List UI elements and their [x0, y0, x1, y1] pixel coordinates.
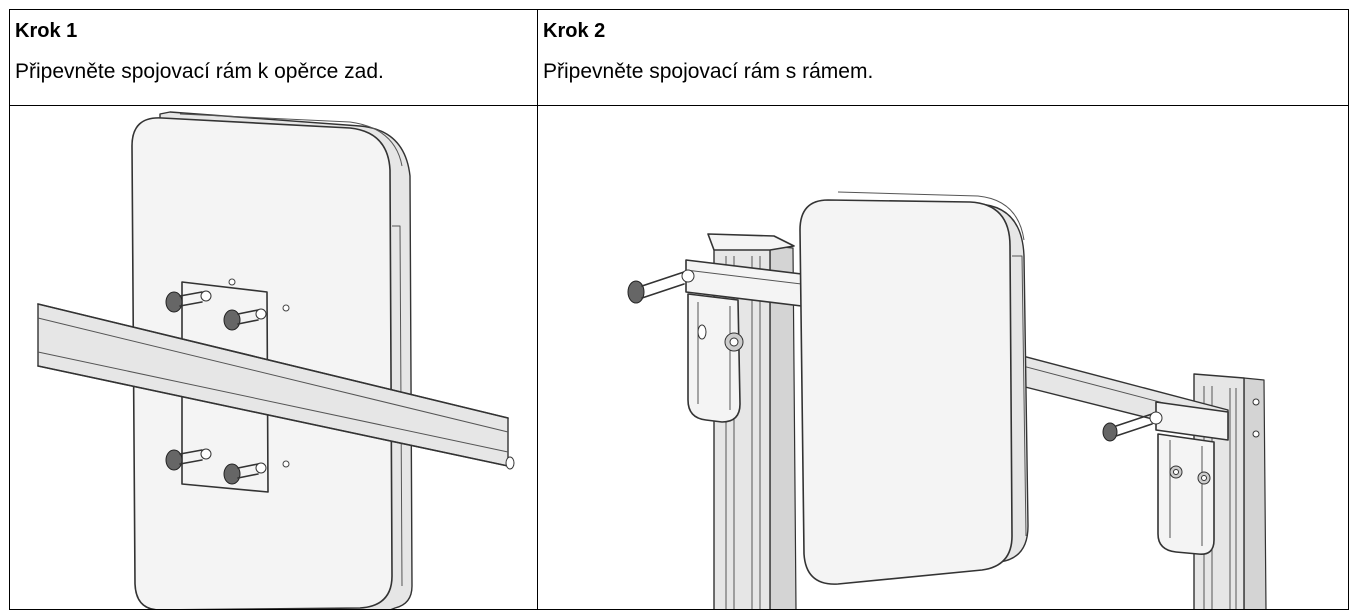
- screw: [223, 308, 267, 331]
- nut: [1197, 471, 1211, 485]
- step-1-image-cell: [9, 105, 538, 610]
- step-2-header-cell: Krok 2 Připevněte spojovací rám s rámem.: [537, 9, 1349, 106]
- step-2-image-cell: [537, 105, 1349, 610]
- right-post-back: [1243, 377, 1267, 609]
- step-2-title: Krok 2: [543, 20, 606, 42]
- pad-hole: [228, 278, 236, 286]
- crossbar-hole: [505, 456, 515, 470]
- step-1-header-cell: Krok 1 Připevněte spojovací rám k opěrce…: [9, 9, 538, 106]
- step-2-description: Připevněte spojovací rám s rámem.: [543, 60, 874, 83]
- steps-image-row: [9, 105, 1349, 610]
- backrest-frame-attach-illustration: [37, 111, 515, 609]
- frame-assembly-illustration: [627, 191, 1267, 609]
- steps-header-row: Krok 1 Připevněte spojovací rám k opěrce…: [9, 9, 1349, 106]
- right-u-bracket: [1157, 433, 1215, 556]
- steps-table: Krok 1 Připevněte spojovací rám k opěrce…: [9, 9, 1349, 610]
- nut: [724, 332, 744, 352]
- bolt: [627, 269, 695, 304]
- step-1-title: Krok 1: [15, 20, 78, 42]
- pad-face: [799, 199, 1013, 585]
- step-1-description: Připevněte spojovací rám k opěrce zad.: [15, 60, 384, 83]
- bolt: [1102, 411, 1163, 442]
- nut: [1169, 465, 1183, 479]
- screw: [165, 290, 212, 313]
- left-u-bracket: [687, 293, 741, 423]
- pad-hole: [282, 460, 290, 468]
- screw: [223, 462, 267, 485]
- pad-hole: [282, 304, 290, 312]
- screw: [165, 448, 212, 471]
